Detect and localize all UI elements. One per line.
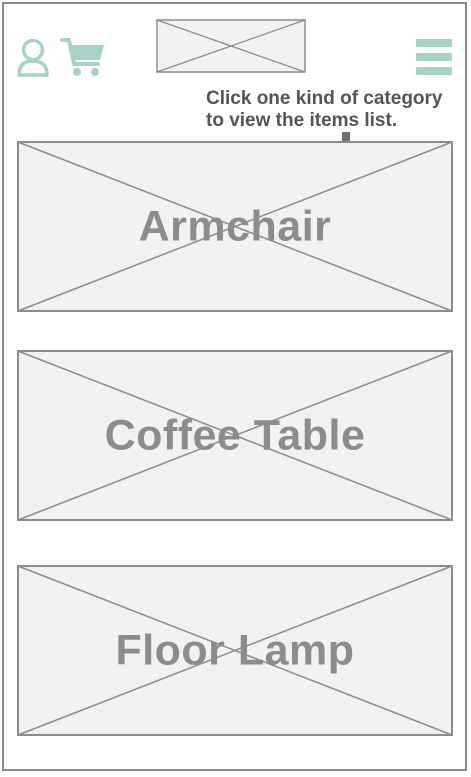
annotation-note: Click one kind of category to view the i…: [206, 88, 443, 131]
hamburger-menu-icon[interactable]: [416, 38, 454, 76]
image-placeholder: [17, 565, 453, 736]
cart-icon[interactable]: [60, 36, 106, 78]
image-placeholder: [17, 141, 453, 312]
category-card-armchair[interactable]: Armchair: [17, 141, 453, 312]
image-placeholder: [17, 350, 453, 521]
category-label: Coffee Table: [104, 411, 366, 459]
category-card-coffee-table[interactable]: Coffee Table: [17, 350, 453, 521]
category-label: Armchair: [138, 202, 332, 250]
category-label: Floor Lamp: [115, 626, 355, 674]
user-icon[interactable]: [16, 38, 50, 78]
logo-placeholder[interactable]: [156, 19, 306, 73]
category-card-floor-lamp[interactable]: Floor Lamp: [17, 565, 453, 736]
